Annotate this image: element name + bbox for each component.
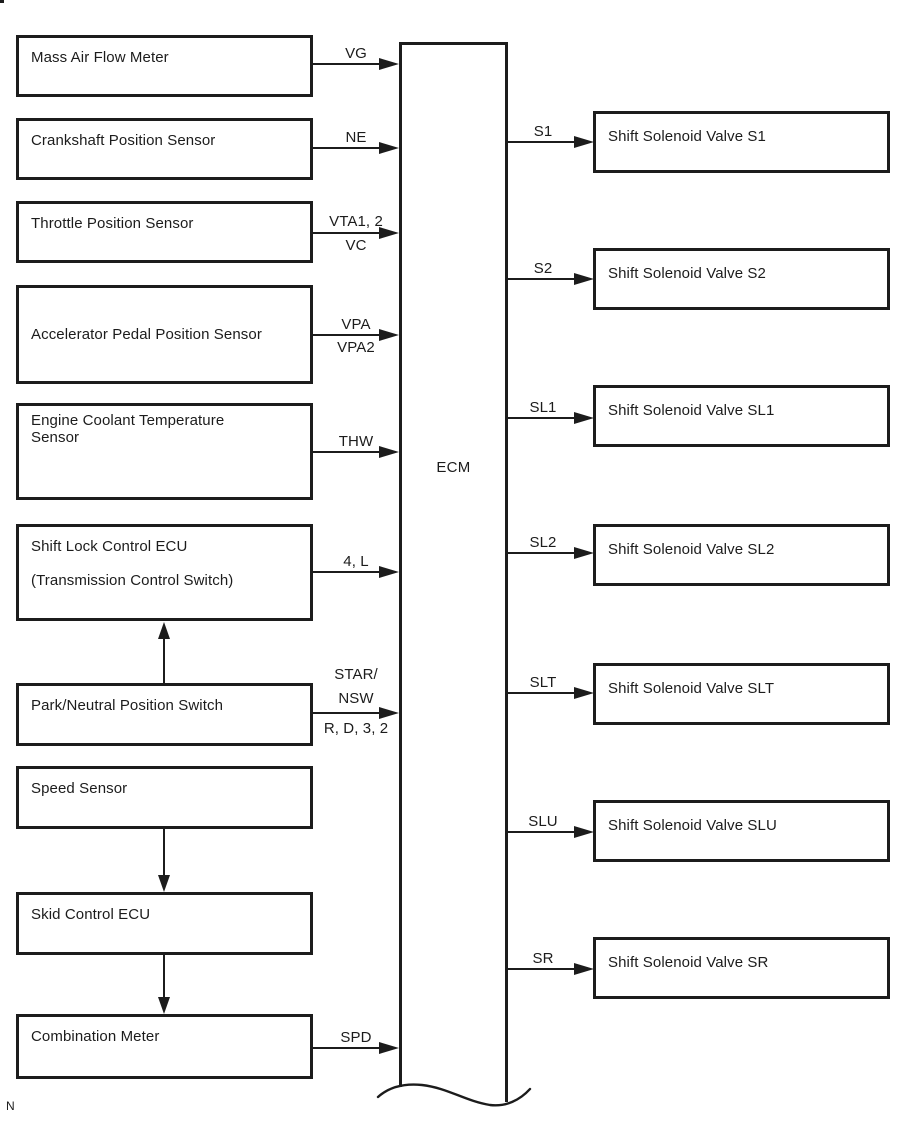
signal-label-vc: VC xyxy=(345,237,367,254)
arrowhead-thw xyxy=(379,446,399,458)
signal-line-slu xyxy=(508,831,576,833)
input-box-label: Speed Sensor xyxy=(31,780,128,797)
signal-label-sr: SR xyxy=(532,950,554,967)
input-box-mass-air-flow-meter: Mass Air Flow Meter xyxy=(16,35,313,97)
signal-label-s1: S1 xyxy=(533,123,553,140)
arrowhead-vta xyxy=(379,227,399,239)
input-box-label: Throttle Position Sensor xyxy=(31,215,194,232)
signal-label-vg: VG xyxy=(345,45,367,62)
input-box-throttle-position-sensor: Throttle Position Sensor xyxy=(16,201,313,263)
signal-line-ne xyxy=(313,147,381,149)
input-box-label: Accelerator Pedal Position Sensor xyxy=(31,326,262,343)
output-box-shift-solenoid-valve-slu: Shift Solenoid Valve SLU xyxy=(593,800,890,862)
signal-label-vta1-2: VTA1, 2 xyxy=(329,213,383,230)
output-box-label: Shift Solenoid Valve SL2 xyxy=(608,541,775,558)
output-box-label: Shift Solenoid Valve SLT xyxy=(608,680,775,697)
arrowhead-4l xyxy=(379,566,399,578)
input-box-engine-coolant-temperature-sensor: Engine Coolant Temperature Sensor xyxy=(16,403,313,500)
ecm-right-edge-extension xyxy=(505,1084,508,1102)
output-box-shift-solenoid-valve-s1: Shift Solenoid Valve S1 xyxy=(593,111,890,173)
ecm-label: ECM xyxy=(436,459,471,476)
signal-label-r-d-3-2: R, D, 3, 2 xyxy=(323,720,389,737)
input-box-speed-sensor: Speed Sensor xyxy=(16,766,313,829)
input-box-label: Skid Control ECU xyxy=(31,906,151,923)
signal-label-ne: NE xyxy=(345,129,367,146)
signal-label-thw: THW xyxy=(338,433,374,450)
output-box-shift-solenoid-valve-sl1: Shift Solenoid Valve SL1 xyxy=(593,385,890,447)
arrowhead-spd xyxy=(379,1042,399,1054)
arrowhead-sr xyxy=(574,963,594,975)
output-box-label: Shift Solenoid Valve SLU xyxy=(608,817,777,834)
signal-label-spd: SPD xyxy=(340,1029,372,1046)
input-box-park-neutral-position-switch: Park/Neutral Position Switch xyxy=(16,683,313,746)
arrowhead-slu xyxy=(574,826,594,838)
corner-artifact xyxy=(0,0,4,3)
arrowhead-sl2 xyxy=(574,547,594,559)
signal-line-4l xyxy=(313,571,381,573)
input-box-combination-meter: Combination Meter xyxy=(16,1014,313,1079)
arrow-skid-control-to-combination-meter-line xyxy=(163,955,165,999)
input-box-shift-lock-control-ecu: Shift Lock Control ECU (Transmission Con… xyxy=(16,524,313,621)
arrow-park-neutral-to-shift-lock-line xyxy=(163,634,165,683)
signal-line-sl1 xyxy=(508,417,576,419)
arrowhead-s1 xyxy=(574,136,594,148)
signal-label-s2: S2 xyxy=(533,260,553,277)
output-box-label: Shift Solenoid Valve SR xyxy=(608,954,769,971)
ecm-break-squiggle xyxy=(376,1083,532,1107)
signal-label-sl2: SL2 xyxy=(529,534,557,551)
arrowhead-slt xyxy=(574,687,594,699)
arrowhead-star-nsw xyxy=(379,707,399,719)
signal-line-slt xyxy=(508,692,576,694)
input-box-label: Crankshaft Position Sensor xyxy=(31,132,216,149)
signal-line-s1 xyxy=(508,141,576,143)
arrowhead-skid-control-to-combination-meter xyxy=(158,997,170,1014)
input-box-label: Mass Air Flow Meter xyxy=(31,49,169,66)
input-box-label: Park/Neutral Position Switch xyxy=(31,697,224,714)
signal-line-sl2 xyxy=(508,552,576,554)
output-box-label: Shift Solenoid Valve S1 xyxy=(608,128,766,145)
signal-line-vg xyxy=(313,63,381,65)
signal-line-vta xyxy=(313,232,381,234)
output-box-shift-solenoid-valve-sr: Shift Solenoid Valve SR xyxy=(593,937,890,999)
signal-label-sl1: SL1 xyxy=(529,399,557,416)
arrowhead-s2 xyxy=(574,273,594,285)
ecm-box xyxy=(399,42,508,1087)
output-box-shift-solenoid-valve-slt: Shift Solenoid Valve SLT xyxy=(593,663,890,725)
arrow-speed-sensor-to-skid-control-line xyxy=(163,829,165,878)
signal-label-4-l: 4, L xyxy=(343,553,369,570)
signal-label-vpa: VPA xyxy=(341,316,371,333)
signal-label-star-nsw: STAR/ NSW xyxy=(334,666,378,707)
input-box-label: Shift Lock Control ECU (Transmission Con… xyxy=(31,538,234,589)
arrowhead-vg xyxy=(379,58,399,70)
arrowhead-sl1 xyxy=(574,412,594,424)
input-box-accelerator-pedal-position-sensor: Accelerator Pedal Position Sensor xyxy=(16,285,313,384)
input-box-crankshaft-position-sensor: Crankshaft Position Sensor xyxy=(16,118,313,180)
signal-line-vpa xyxy=(313,334,381,336)
signal-label-vpa2: VPA2 xyxy=(337,339,375,356)
signal-label-slu: SLU xyxy=(528,813,558,830)
input-box-label: Engine Coolant Temperature Sensor xyxy=(31,412,225,446)
output-box-label: Shift Solenoid Valve SL1 xyxy=(608,402,775,419)
signal-label-slt: SLT xyxy=(529,674,557,691)
signal-line-star-nsw xyxy=(313,712,381,714)
output-box-shift-solenoid-valve-sl2: Shift Solenoid Valve SL2 xyxy=(593,524,890,586)
arrowhead-ne xyxy=(379,142,399,154)
arrowhead-vpa xyxy=(379,329,399,341)
signal-line-thw xyxy=(313,451,381,453)
arrowhead-park-neutral-to-shift-lock xyxy=(158,622,170,639)
output-box-label: Shift Solenoid Valve S2 xyxy=(608,265,766,282)
signal-line-spd xyxy=(313,1047,381,1049)
figure-note: N xyxy=(6,1099,15,1113)
input-box-label: Combination Meter xyxy=(31,1028,160,1045)
signal-line-sr xyxy=(508,968,576,970)
input-box-skid-control-ecu: Skid Control ECU xyxy=(16,892,313,955)
signal-line-s2 xyxy=(508,278,576,280)
arrowhead-speed-sensor-to-skid-control xyxy=(158,875,170,892)
output-box-shift-solenoid-valve-s2: Shift Solenoid Valve S2 xyxy=(593,248,890,310)
